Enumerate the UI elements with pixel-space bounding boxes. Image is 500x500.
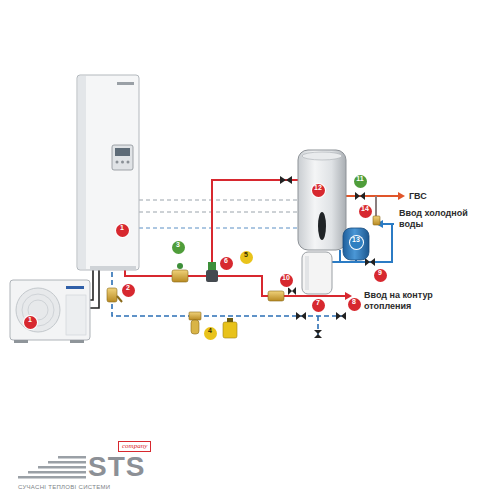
three-way-valve xyxy=(208,262,216,270)
dosing-bottle xyxy=(227,318,233,322)
callout-number: 1 xyxy=(24,316,37,329)
logo-stripes xyxy=(38,466,86,469)
logo-stripes xyxy=(18,456,86,479)
hot-water-tank xyxy=(302,152,342,160)
outdoor-unit xyxy=(10,280,90,340)
callout-number: 10 xyxy=(280,274,293,287)
logo-stripes xyxy=(18,476,86,479)
hot-water-pipe xyxy=(346,195,398,197)
logo-subtitle: company xyxy=(118,441,151,452)
hot-water-tank xyxy=(298,150,346,250)
shutoff-valves xyxy=(336,312,346,320)
mixing-pipe xyxy=(375,196,377,218)
indoor-unit xyxy=(116,161,119,164)
logo-text: STS xyxy=(88,452,145,482)
callout-number: 1 xyxy=(116,224,129,237)
callout-number: 7 xyxy=(312,299,325,312)
callout-number: 9 xyxy=(374,269,387,282)
callout-number: 8 xyxy=(348,298,361,311)
indoor-unit xyxy=(121,161,124,164)
outlet-label: ГВС xyxy=(409,191,427,202)
inlet-label: Ввод холодной воды xyxy=(399,208,473,230)
indoor-unit xyxy=(77,75,139,270)
control-wires xyxy=(139,228,298,229)
callout-number: 6 xyxy=(220,257,233,270)
indoor-unit xyxy=(78,76,86,269)
outdoor-unit xyxy=(70,340,84,343)
shutoff-valves xyxy=(365,258,375,266)
dosing-bottle xyxy=(223,318,237,338)
magnetic-filter xyxy=(189,312,201,334)
hot-water-tank xyxy=(298,150,346,250)
cold-water-pipe xyxy=(339,250,341,262)
flow-meter xyxy=(268,291,284,301)
logo-tagline: СУЧАСНІ ТЕПЛОВІ СИСТЕМИ xyxy=(18,484,110,491)
three-way-valve xyxy=(206,270,218,282)
magnetic-filter xyxy=(189,312,201,320)
mixing-valve xyxy=(373,216,380,225)
control-wires xyxy=(139,200,298,228)
expansion-vessel xyxy=(343,228,369,260)
expansion-vessel xyxy=(343,228,369,260)
flow-meter xyxy=(268,291,284,301)
three-way-valve xyxy=(206,262,218,282)
callout-number: 13 xyxy=(350,236,363,249)
y-filter xyxy=(107,288,122,302)
magnetic-filter xyxy=(191,320,199,334)
buffer-tank xyxy=(302,252,332,294)
y-filter xyxy=(107,288,117,302)
logo-stripes xyxy=(48,461,86,464)
logo-stripes xyxy=(28,471,86,474)
shutoff-valves xyxy=(288,287,296,295)
shutoff-valves xyxy=(314,330,322,338)
indoor-unit xyxy=(77,75,139,270)
strainer xyxy=(177,263,183,269)
dosing-bottle xyxy=(223,322,237,338)
buffer-tank xyxy=(305,256,309,290)
strainer xyxy=(172,263,188,282)
inlet-label: Ввод на контур отопления xyxy=(364,290,464,312)
callout-number: 12 xyxy=(312,184,325,197)
indoor-unit xyxy=(117,82,134,85)
callout-number: 5 xyxy=(240,251,253,264)
y-filter xyxy=(117,296,122,302)
callout-number: 3 xyxy=(172,241,185,254)
callout-number: 2 xyxy=(122,284,135,297)
callout-number: 14 xyxy=(359,205,372,218)
indoor-unit xyxy=(112,145,133,170)
indoor-unit xyxy=(127,161,130,164)
flow-pipe xyxy=(125,270,207,276)
callout-number: 4 xyxy=(204,327,217,340)
hot-water-tank xyxy=(318,212,326,240)
strainer xyxy=(172,270,188,282)
logo-stripes xyxy=(58,456,86,459)
outdoor-unit xyxy=(66,286,84,289)
indoor-unit xyxy=(115,148,130,156)
indoor-unit xyxy=(90,266,136,270)
shutoff-valves xyxy=(296,312,306,320)
hot-water-pipe xyxy=(346,195,398,197)
hot-water-arrow xyxy=(398,192,405,200)
control-wires xyxy=(139,212,298,213)
outdoor-unit xyxy=(66,295,86,335)
callout-number: 11 xyxy=(354,175,367,188)
shutoff-valves xyxy=(355,192,365,200)
outdoor-unit xyxy=(10,280,90,343)
flow-pipe xyxy=(212,180,298,270)
shutoff-valves xyxy=(280,176,292,184)
buffer-tank xyxy=(302,252,332,294)
outdoor-unit xyxy=(16,288,60,332)
outdoor-unit xyxy=(14,340,28,343)
control-wires xyxy=(139,200,298,201)
